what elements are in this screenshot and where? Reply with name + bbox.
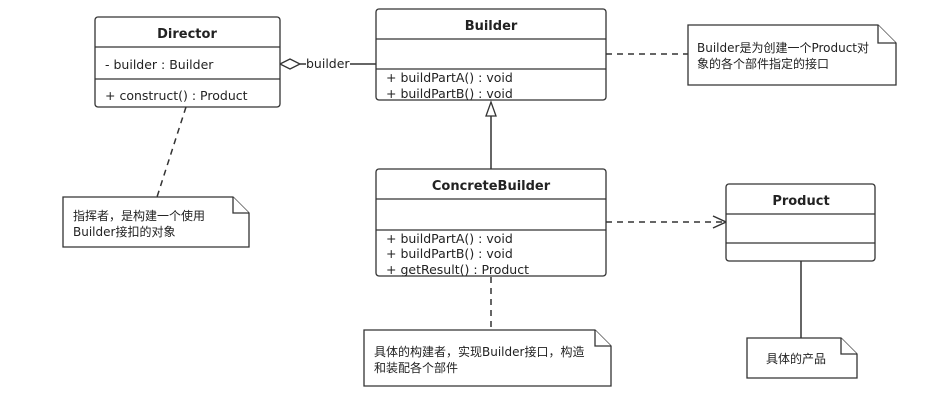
generalization-connector bbox=[485, 100, 497, 169]
generalization-arrow-icon bbox=[485, 100, 497, 117]
note-text: 象的各个部件指定的接口 bbox=[697, 56, 829, 71]
class-name: Director bbox=[157, 27, 217, 42]
note-builder[interactable]: Builder是为创建一个Product对 象的各个部件指定的接口 bbox=[687, 24, 897, 86]
class-attribute: - builder : Builder bbox=[105, 57, 214, 72]
class-operation: + buildPartB() : void bbox=[386, 246, 513, 261]
director-note-anchor bbox=[156, 106, 187, 198]
class-name: Product bbox=[772, 194, 829, 209]
class-operation: + buildPartA() : void bbox=[386, 70, 513, 85]
class-concrete-builder[interactable]: ConcreteBuilder + buildPartA() : void + … bbox=[375, 168, 607, 277]
note-text: 具体的产品 bbox=[766, 351, 826, 366]
class-director[interactable]: Director - builder : Builder + construct… bbox=[94, 16, 281, 108]
class-operation: + buildPartA() : void bbox=[386, 231, 513, 246]
note-text: Builder接扣的对象 bbox=[73, 224, 175, 239]
class-operation: + construct() : Product bbox=[105, 88, 248, 103]
class-product[interactable]: Product bbox=[725, 183, 876, 262]
note-product[interactable]: 具体的产品 bbox=[746, 337, 858, 379]
note-text: 具体的构建者，实现Builder接口，构造 bbox=[374, 344, 584, 359]
class-operation: + buildPartB() : void bbox=[386, 86, 513, 101]
aggregation-diamond-icon bbox=[278, 58, 302, 70]
note-text: 指挥者，是构建一个使用 bbox=[73, 208, 205, 223]
note-text: 和装配各个部件 bbox=[374, 360, 458, 375]
class-name: ConcreteBuilder bbox=[432, 179, 551, 194]
class-operation: + getResult() : Product bbox=[386, 262, 529, 277]
note-text: Builder是为创建一个Product对 bbox=[697, 41, 869, 55]
class-builder[interactable]: Builder + buildPartA() : void + buildPar… bbox=[375, 8, 607, 101]
note-director[interactable]: 指挥者，是构建一个使用 Builder接扣的对象 bbox=[62, 196, 250, 248]
aggregation-connector: builder bbox=[278, 56, 376, 71]
note-concrete-builder[interactable]: 具体的构建者，实现Builder接口，构造 和装配各个部件 bbox=[363, 329, 612, 387]
class-name: Builder bbox=[465, 19, 518, 34]
aggregation-label: builder bbox=[306, 56, 350, 71]
dependency-connector bbox=[606, 215, 728, 229]
